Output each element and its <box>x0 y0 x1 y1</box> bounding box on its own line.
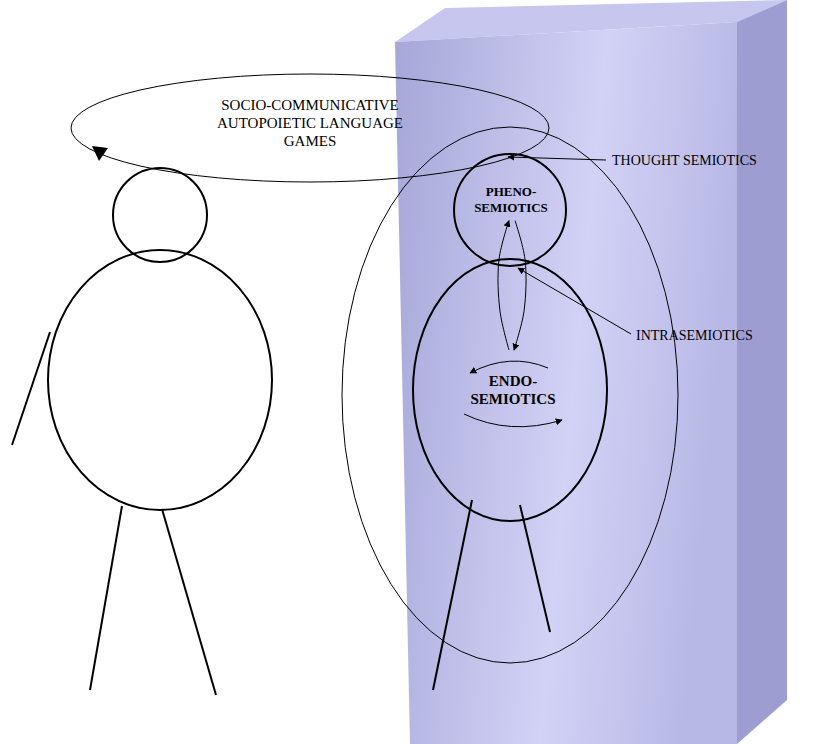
endo-loop-arrow <box>470 361 548 373</box>
callout-label: THOUGHT SEMIOTICS <box>612 153 757 168</box>
right-leg <box>520 505 550 632</box>
node-label: ENDO- SEMIOTICS <box>463 372 563 408</box>
node-outline <box>412 258 608 522</box>
left-leg <box>162 509 216 695</box>
language-games-ellipse: SOCIO-COMMUNICATIVE AUTOPOIETIC LANGUAGE… <box>70 73 550 183</box>
person-ellipse <box>342 127 678 663</box>
callout-label: INTRASEMIOTICS <box>636 328 753 343</box>
right-leg <box>433 500 472 690</box>
leader-line <box>518 268 631 334</box>
callout-holder: THOUGHT SEMIOTICS <box>612 151 757 169</box>
connector-path <box>498 221 509 350</box>
connector-path <box>514 221 526 350</box>
callout-holder: INTRASEMIOTICS <box>636 326 753 344</box>
leader-line <box>508 157 606 160</box>
body-ellipse: ENDO- SEMIOTICS <box>412 258 608 522</box>
endo-loop-arrow <box>464 414 562 427</box>
node-label: PHENO- SEMIOTICS <box>469 184 553 215</box>
connector <box>498 221 526 350</box>
head-circle: PHENO- SEMIOTICS <box>453 153 567 267</box>
node-shape <box>71 74 549 182</box>
slab-front <box>395 22 737 744</box>
left-body <box>48 250 272 510</box>
left-leg <box>90 506 122 690</box>
node-label: SOCIO-COMMUNICATIVE AUTOPOIETIC LANGUAGE… <box>190 96 430 150</box>
left-arm <box>12 332 50 445</box>
left-head <box>113 168 207 262</box>
slab-side <box>737 0 787 744</box>
node-shape <box>413 259 607 521</box>
node-shape <box>454 154 566 266</box>
